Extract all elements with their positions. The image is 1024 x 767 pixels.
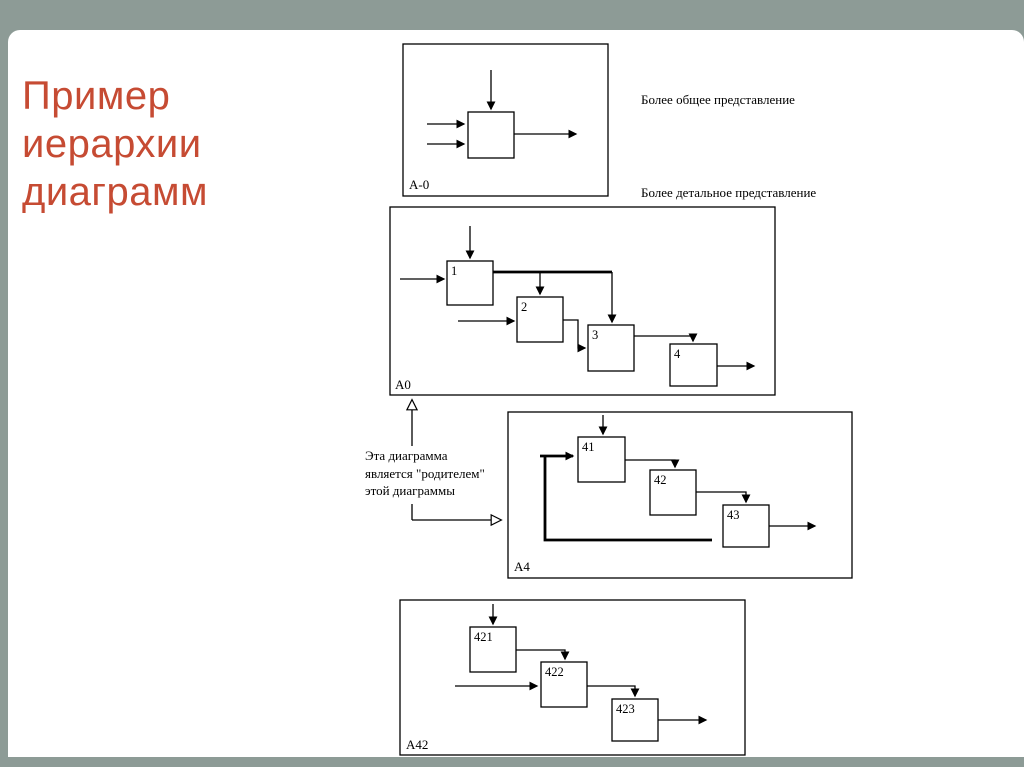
diagram-label: А4	[514, 559, 530, 574]
parent-note-line: является "родителем"	[365, 466, 485, 481]
activity-box-2	[516, 296, 564, 343]
activity-box-43	[722, 504, 770, 548]
diagram-label: А0	[395, 377, 411, 392]
diagram-label: А42	[406, 737, 428, 752]
connector-arrow	[625, 459, 680, 469]
activity-box-423	[611, 698, 659, 742]
block-label: 423	[616, 702, 635, 716]
block-label: 3	[592, 328, 598, 342]
caption-detailed-view: Более детальное представление	[641, 185, 816, 200]
connector-arrow	[587, 685, 640, 698]
activity-box-422	[540, 661, 588, 708]
caption-general-view: Более общее представление	[641, 92, 795, 107]
diagram-label: А-0	[409, 177, 429, 192]
parent-connector: Эта диаграмма является "родителем" этой …	[360, 398, 504, 527]
block-label: 4	[674, 347, 681, 361]
block-label: 43	[727, 508, 740, 522]
connector-arrow	[634, 333, 698, 343]
activity-box-41	[577, 436, 626, 483]
diagram-a4: 41 42 43 А4	[507, 411, 853, 579]
parent-note-line: Эта диаграмма	[365, 448, 448, 463]
parent-note-line: этой диаграммы	[365, 483, 455, 498]
context-diagram-a-0: А-0	[402, 43, 609, 197]
activity-box-3	[587, 324, 635, 372]
note-background	[360, 446, 504, 504]
activity-box-421	[469, 626, 517, 673]
activity-box-4	[669, 343, 718, 387]
block-label: 422	[545, 665, 564, 679]
block-label: 42	[654, 473, 667, 487]
slide-title: Пример иерархии диаграмм	[22, 72, 208, 216]
connector-arrow	[516, 649, 570, 661]
feedback-line	[543, 456, 712, 542]
block-label: 2	[521, 300, 527, 314]
title-line-2: иерархии	[22, 122, 202, 166]
diagram-a0: 1 2 3 4 А0	[389, 206, 776, 396]
title-line-1: Пример	[22, 74, 171, 118]
activity-box-1	[446, 260, 494, 306]
activity-box-42	[649, 469, 697, 516]
connector-arrow	[696, 491, 751, 504]
block-label: 1	[451, 264, 457, 278]
diagram-a42: 421 422 423 А42	[399, 599, 746, 756]
connector-arrow	[563, 319, 587, 353]
title-line-3: диаграмм	[22, 170, 209, 214]
block-label: 421	[474, 630, 493, 644]
activity-box	[467, 111, 515, 159]
block-label: 41	[582, 440, 595, 454]
